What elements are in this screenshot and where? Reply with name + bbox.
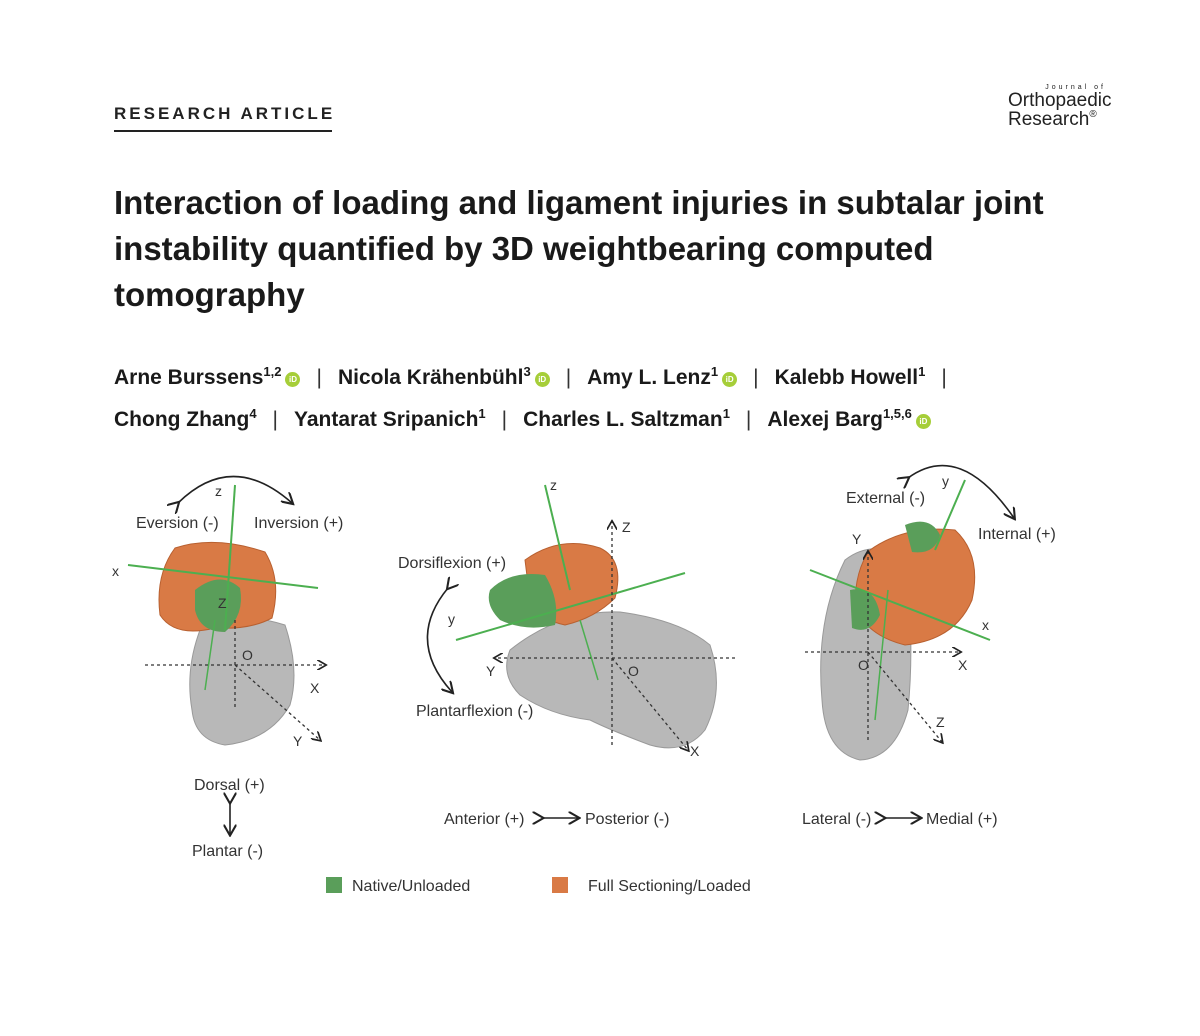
orcid-icon[interactable]: iD (722, 372, 738, 387)
author-item[interactable]: Nicola Krähenbühl3iD (337, 364, 550, 389)
author-item[interactable]: Amy L. Lenz1iD (587, 364, 738, 389)
author-item[interactable]: Kalebb Howell1 (774, 364, 926, 389)
medial-label: Medial (+) (926, 811, 998, 828)
dorsiflexion-label: Dorsiflexion (+) (398, 555, 506, 572)
axis-y-2: y (448, 611, 455, 627)
axis-x-3: x (982, 617, 989, 633)
panel-2: Dorsiflexion (+) Plantarflexion (-) z Z … (398, 477, 735, 828)
author-name: Yantarat Sripanich (294, 408, 479, 431)
legend-swatch-native (326, 877, 342, 893)
axis-Y-2: Y (486, 663, 496, 679)
axis-z-1: z (215, 483, 222, 499)
talus-native-3 (905, 521, 940, 553)
article-type-label: RESEARCH ARTICLE (114, 104, 336, 123)
calcaneus-bone-2 (506, 611, 717, 749)
author-affiliation: 1,5,6 (882, 406, 912, 421)
author-separator: | (565, 366, 572, 389)
graphical-abstract-figure: Eversion (-) Inversion (+) z x Z O X Y D… (0, 440, 1200, 940)
author-item[interactable]: Yantarat Sripanich1 (294, 406, 486, 431)
calcaneus-bone-1 (189, 617, 295, 746)
figure-legend: Native/Unloaded Full Sectioning/Loaded (326, 877, 751, 895)
panel-3: External (-) Internal (+) y Y x O X Z La… (802, 464, 1056, 828)
dorsal-label: Dorsal (+) (194, 777, 265, 794)
legend-swatch-loaded (552, 877, 568, 893)
logo-line-1: Journal of (1045, 84, 1106, 91)
plantarflexion-label: Plantarflexion (-) (416, 703, 533, 720)
author-name: Nicola Krähenbühl (337, 366, 524, 389)
axis-z-2: z (550, 477, 557, 493)
author-affiliation: 1 (478, 406, 486, 421)
author-item[interactable]: Alexej Barg1,5,6iD (767, 406, 931, 431)
axis-X-3: X (958, 657, 968, 673)
author-item[interactable]: Arne Burssens1,2iD (114, 364, 301, 389)
axis-Z-3: Z (936, 714, 945, 730)
author-separator: | (316, 366, 322, 389)
orcid-icon[interactable]: iD (534, 372, 550, 387)
figure-svg: Eversion (-) Inversion (+) z x Z O X Y D… (112, 464, 1056, 895)
talus-native-3b (850, 589, 880, 630)
plantar-label: Plantar (-) (192, 843, 263, 860)
orcid-icon[interactable]: iD (285, 372, 301, 387)
author-affiliation: 1 (918, 364, 926, 379)
author-separator: | (753, 366, 759, 389)
article-title: Interaction of loading and ligament inju… (114, 184, 1044, 313)
author-item[interactable]: Charles L. Saltzman1 (523, 406, 730, 431)
author-affiliation: 1 (710, 364, 719, 379)
author-separator: | (941, 366, 947, 389)
axis-x-1: x (112, 563, 119, 579)
rotation-arrow-3 (908, 464, 1014, 518)
external-label: External (-) (846, 490, 925, 507)
origin-2: O (628, 663, 639, 679)
author-affiliation: 4 (249, 406, 257, 421)
talus-native-2 (488, 574, 557, 628)
axis-Y-3: Y (852, 531, 862, 547)
axis-X-1: X (310, 680, 320, 696)
author-affiliation: 1 (722, 406, 730, 421)
orcid-icon[interactable]: iD (915, 414, 931, 429)
axis-Y-1: Y (293, 733, 303, 749)
origin-3: O (858, 657, 869, 673)
rotation-arrow-1 (178, 475, 292, 504)
author-name: Amy L. Lenz (587, 366, 711, 389)
author-name: Charles L. Saltzman (523, 408, 723, 431)
author-name: Chong Zhang (114, 408, 250, 431)
legend-native-label: Native/Unloaded (352, 878, 470, 895)
axis-Z-1: Z (218, 595, 227, 611)
author-affiliation: 3 (523, 364, 531, 379)
author-list: Arne Burssens1,2iD|Nicola Krähenbühl3iD|… (114, 354, 1104, 438)
author-item[interactable]: Chong Zhang4 (114, 406, 257, 431)
panel-1: Eversion (-) Inversion (+) z x Z O X Y D… (112, 475, 343, 860)
logo-line-3: Research® (1008, 109, 1097, 130)
author-name: Kalebb Howell (774, 366, 919, 389)
anterior-label: Anterior (+) (444, 811, 524, 828)
author-separator: | (745, 408, 752, 431)
author-separator: | (272, 408, 279, 431)
journal-logo: Journal of Orthopaedic Research® (1008, 84, 1118, 129)
author-separator: | (501, 408, 508, 431)
author-affiliation: 1,2 (263, 364, 282, 379)
logo-line-2: Orthopaedic (1008, 90, 1112, 111)
talus-native-1 (195, 579, 241, 632)
origin-1: O (242, 647, 253, 663)
rotation-arrow-2 (426, 588, 452, 692)
internal-label: Internal (+) (978, 526, 1056, 543)
posterior-label: Posterior (-) (585, 811, 669, 828)
legend-loaded-label: Full Sectioning/Loaded (588, 878, 751, 895)
header-underline (114, 130, 332, 132)
author-name: Alexej Barg (767, 408, 883, 431)
axis-y-3: y (942, 473, 949, 489)
eversion-label: Eversion (-) (136, 515, 219, 532)
axis-X-2: X (690, 743, 700, 759)
axis-Z-2: Z (622, 519, 631, 535)
author-name: Arne Burssens (114, 366, 264, 389)
inversion-label: Inversion (+) (254, 515, 343, 532)
lateral-label: Lateral (-) (802, 811, 871, 828)
